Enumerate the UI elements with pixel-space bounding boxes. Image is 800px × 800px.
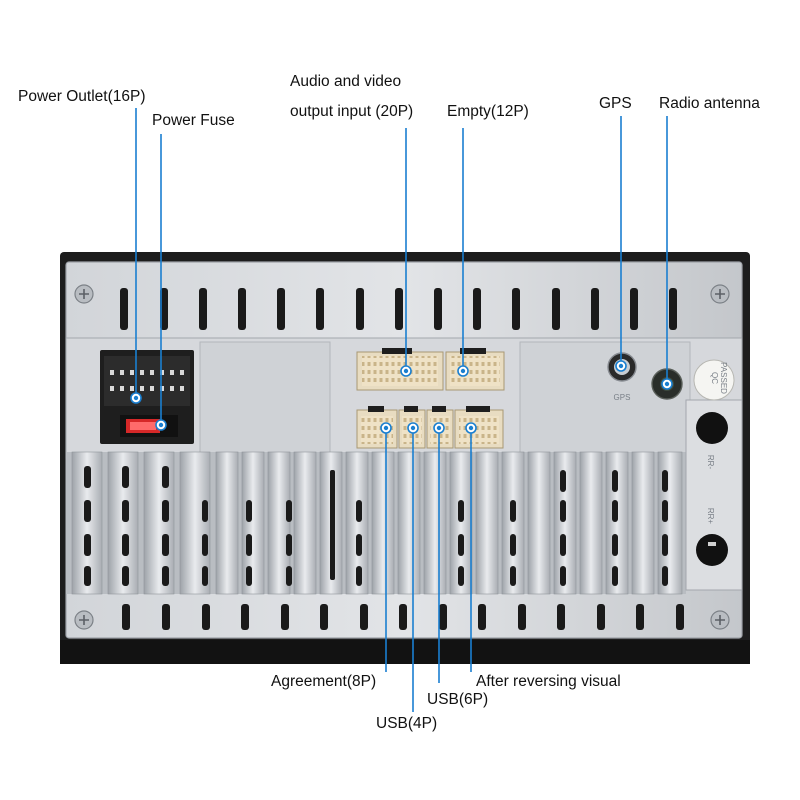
marker-dot-icon bbox=[155, 419, 167, 431]
label-gps: GPS bbox=[599, 95, 632, 112]
leader-markers bbox=[130, 360, 673, 434]
gps-port-mark: GPS bbox=[614, 393, 631, 402]
qc-passed-sticker: QC PASSED bbox=[693, 359, 735, 401]
marker-dot-icon bbox=[380, 422, 392, 434]
marker-dot-icon bbox=[457, 365, 469, 377]
empty-12p-connector bbox=[445, 348, 505, 391]
bezel-edge-shadow bbox=[60, 640, 750, 664]
label-usb6: USB(6P) bbox=[427, 691, 488, 708]
label-empty: Empty(12P) bbox=[447, 103, 529, 120]
label-usb4: USB(4P) bbox=[376, 715, 437, 732]
rca-rr-mark: RR+ bbox=[706, 508, 715, 525]
qc-passed-mark: PASSED bbox=[719, 362, 728, 394]
marker-dot-icon bbox=[407, 422, 419, 434]
rca-jack-left: RR- bbox=[696, 412, 728, 469]
label-after-reversing: After reversing visual bbox=[476, 673, 621, 690]
rca-rl-mark: RR- bbox=[706, 455, 715, 470]
rca-jack-right: RR+ bbox=[696, 508, 728, 566]
marker-dot-icon bbox=[433, 422, 445, 434]
top-vent-slots bbox=[120, 288, 677, 330]
label-audio-video-line1: Audio and video bbox=[290, 73, 401, 90]
power-fuse bbox=[120, 415, 178, 437]
marker-dot-icon bbox=[400, 365, 412, 377]
marker-dot-icon bbox=[661, 378, 673, 390]
callout-labels: Power Outlet(16P) Power Fuse Audio and v… bbox=[18, 73, 760, 732]
qc-mark: QC bbox=[710, 372, 719, 384]
screw-icon bbox=[710, 284, 730, 304]
screw-icon bbox=[74, 284, 94, 304]
heat-sink-fins bbox=[66, 451, 686, 595]
marker-dot-icon bbox=[130, 392, 142, 404]
marker-dot-icon bbox=[465, 422, 477, 434]
label-agreement: Agreement(8P) bbox=[271, 673, 376, 690]
marker-dot-icon bbox=[615, 360, 627, 372]
panel-recess-left bbox=[199, 341, 331, 455]
corner-screws bbox=[74, 284, 730, 630]
label-power-outlet: Power Outlet(16P) bbox=[18, 88, 146, 105]
leader-lines bbox=[135, 108, 668, 712]
audio-video-connector bbox=[356, 348, 444, 391]
label-audio-video-line2: output input (20P) bbox=[290, 103, 413, 120]
label-power-fuse: Power Fuse bbox=[152, 112, 235, 129]
screw-icon bbox=[74, 610, 94, 630]
label-radio-antenna: Radio antenna bbox=[659, 95, 760, 112]
reversing-visual-connector bbox=[454, 406, 504, 449]
screw-icon bbox=[710, 610, 730, 630]
head-unit-body: GPS QC PASSED RR- RR+ bbox=[60, 252, 750, 664]
bottom-vent-slots bbox=[122, 604, 684, 630]
